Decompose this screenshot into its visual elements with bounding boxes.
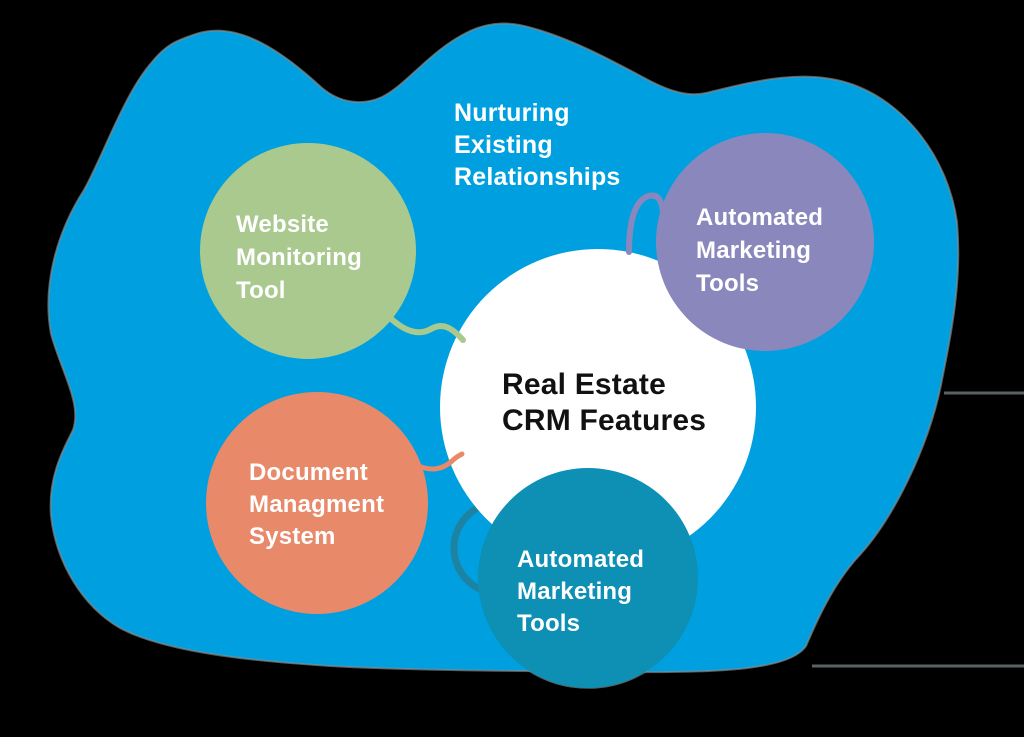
automated-marketing-bottom-circle: [478, 468, 698, 688]
diagram-title: Real Estate CRM Features: [502, 368, 707, 437]
center-circle: [440, 249, 756, 565]
document-management-circle: [206, 392, 428, 614]
green-connector: [383, 311, 466, 343]
automated-marketing-top-circle: [656, 133, 874, 351]
website-monitoring-tool-label: Website Monitoring Tool: [236, 211, 362, 304]
website-monitoring-circle: [200, 143, 416, 359]
orange-connector: [411, 451, 465, 472]
automated-marketing-tools-top-label: Automated Marketing Tools: [696, 204, 824, 297]
document-management-system-label: Document Managment System: [249, 459, 385, 550]
automated-marketing-tools-bottom-label: Automated Marketing Tools: [517, 546, 645, 637]
nurturing-existing-relationships-label: Nurturing Existing Relationships: [454, 99, 621, 191]
